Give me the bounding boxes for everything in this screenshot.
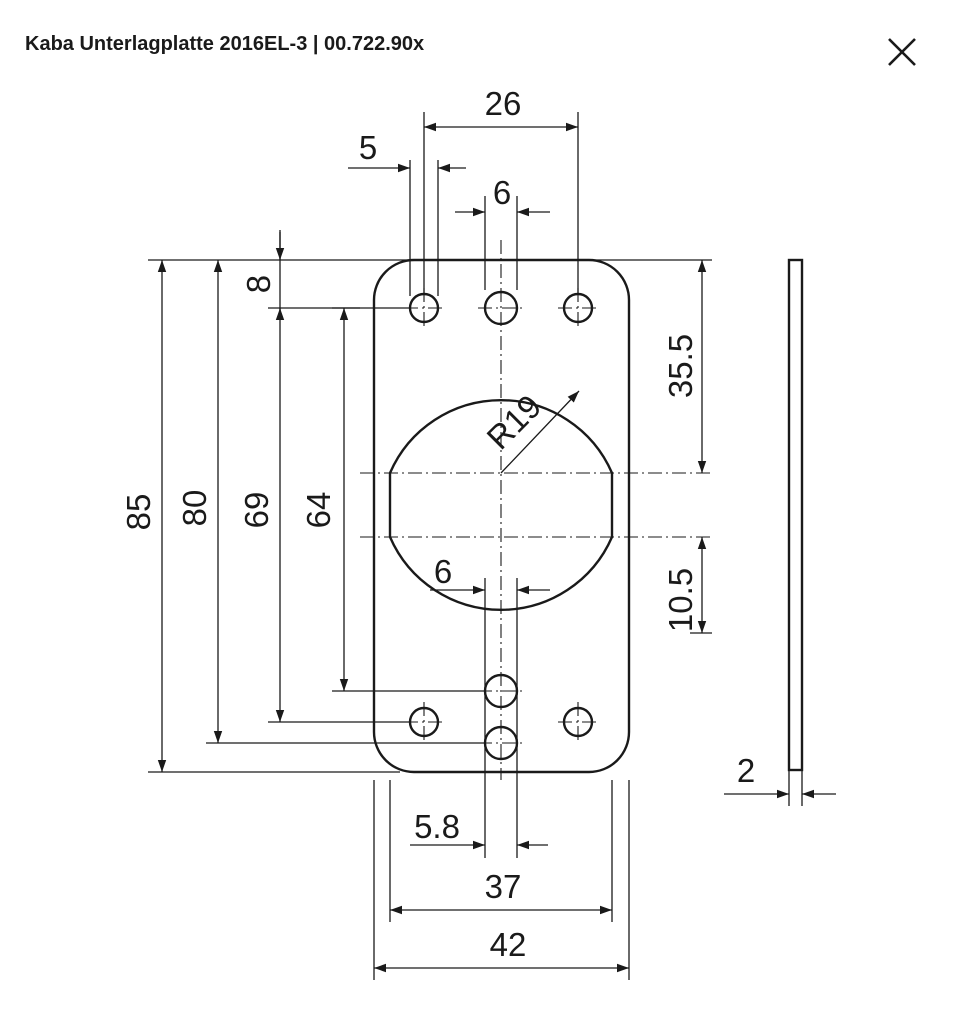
- dim-height-64: 64: [300, 492, 337, 529]
- close-button[interactable]: [880, 30, 924, 74]
- dim-slot-width: 6: [434, 553, 452, 590]
- dim-inner-width: 37: [485, 868, 522, 905]
- extension-lines: [148, 112, 803, 980]
- dim-thickness: 2: [737, 752, 755, 789]
- hole-center-lines: [404, 288, 598, 744]
- dim-upper-offset: 35.5: [662, 334, 699, 398]
- dialog-title: Kaba Unterlagplatte 2016EL-3 | 00.722.90…: [25, 33, 425, 55]
- dim-lower-offset: 10.5: [662, 568, 699, 632]
- dim-radius: R19: [479, 387, 548, 456]
- dialog-header: Kaba Unterlagplatte 2016EL-3 | 00.722.90…: [25, 30, 876, 60]
- side-view-plate: [787, 258, 804, 772]
- dim-height-69: 69: [238, 492, 275, 529]
- dim-total-height: 85: [120, 494, 157, 531]
- close-icon: [888, 38, 916, 66]
- dim-height-80: 80: [176, 490, 213, 527]
- dim-lower-hole: 5.8: [414, 808, 460, 845]
- dim-top-offset: 5: [359, 129, 377, 166]
- dim-top-width: 26: [485, 85, 522, 122]
- dimension-lines: [157, 122, 836, 973]
- dim-total-width: 42: [490, 926, 527, 963]
- dim-top-margin: 8: [240, 275, 277, 293]
- dim-top-hole: 6: [493, 174, 511, 211]
